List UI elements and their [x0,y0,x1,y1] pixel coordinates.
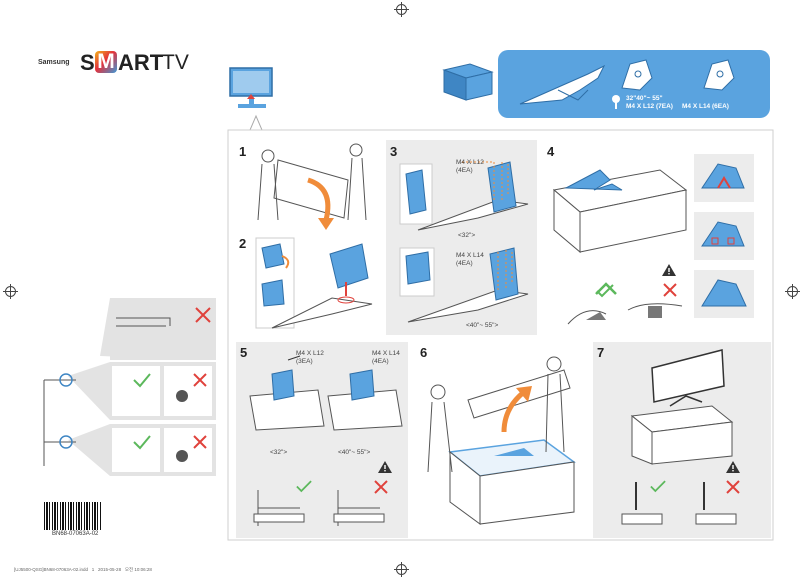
screw-40-label: M4 X L14 (6EA) [682,103,729,110]
check-icon [596,284,614,298]
step-4-detail-2-illus [701,221,745,247]
smart-art: ART [118,50,164,75]
check-icon [296,480,312,493]
screw-icon [612,95,620,109]
step-4-wrong-illus [627,303,683,318]
step-7-number: 7 [597,345,605,360]
step-5-illustration-40 [327,369,403,431]
stand-neck-40-icon [703,59,735,91]
brand-logo: Samsung S M ART TV [38,50,198,75]
smart-m-icon-letter: M [95,51,117,73]
step-4-number: 4 [547,144,555,159]
step-5-screw-32-label: M4 X L12 (3EA) [296,350,324,365]
step-1-number: 1 [239,144,247,159]
footer-print-info: [UJ5500-QSG]BN68-07063A-02.indd 1 2015-0… [14,567,152,572]
step-5-panel [236,342,408,538]
screw-32-label: M4 X L12 (7EA) [626,103,673,110]
check-icon [650,480,666,493]
registration-mark-bottom [394,562,409,577]
screen-range-label: 32"40"~ 55" [626,95,663,102]
step-5-screw-40-label: M4 X L14 (4EA) [372,350,400,365]
step-2-number: 2 [239,236,247,251]
step-3-illustration-32 [399,161,529,231]
step-5-size-32-label: <32"> [270,449,288,456]
step-1-illustration [257,143,367,230]
step-4-detail-3-illus [701,279,747,307]
barcode [44,502,102,530]
step-4-detail-1-illus [701,163,745,189]
stand-base-icon [519,64,606,105]
step-5-size-40-label: <40"~ 55"> [338,449,371,456]
step-4-illustration [552,169,688,254]
barcode-number: BN68-07063A-02 [52,531,99,537]
stand-neck-32-icon [621,59,653,91]
step-5-number: 5 [240,345,248,360]
step-6-illustration [427,356,576,525]
edge-handling-illustration [43,298,216,476]
step-7-illustration [630,349,734,465]
step-3-illustration-40 [399,247,529,323]
box-icon [442,63,494,101]
smart-s: S [80,50,95,75]
cross-icon [663,283,677,297]
step-2-illustration [255,237,373,329]
registration-mark-top [394,2,409,17]
step-3-number: 3 [390,144,398,159]
step-3-size-32-label: <32"> [458,232,476,239]
warning-icon [662,264,676,276]
step-7-wrong-illus [695,482,737,525]
step-7-correct-illus [621,482,663,525]
warning-icon [378,461,392,473]
cross-icon [726,480,740,494]
step-3-screw-32-label: M4 X L12 (4EA) [456,159,484,174]
smart-tv: TV [162,51,189,74]
samsung-wordmark: Samsung [38,59,70,66]
step-5-illustration-32 [249,355,325,431]
tv-front-icon [229,67,273,108]
step-5-wrong-illus [333,490,385,526]
step-5-correct-illus [253,490,305,526]
step-4-correct-illus [567,282,617,325]
warning-icon [726,461,740,473]
cross-icon [374,480,388,494]
step-3-screw-40-label: M4 X L14 (4EA) [456,252,484,267]
step-3-size-40-label: <40"~ 55"> [466,322,499,329]
registration-mark-right [785,284,800,299]
step-6-number: 6 [420,345,428,360]
registration-mark-left [3,284,18,299]
stand-components-banner: 32"40"~ 55" M4 X L12 (7EA) M4 X L14 (6EA… [498,50,770,118]
